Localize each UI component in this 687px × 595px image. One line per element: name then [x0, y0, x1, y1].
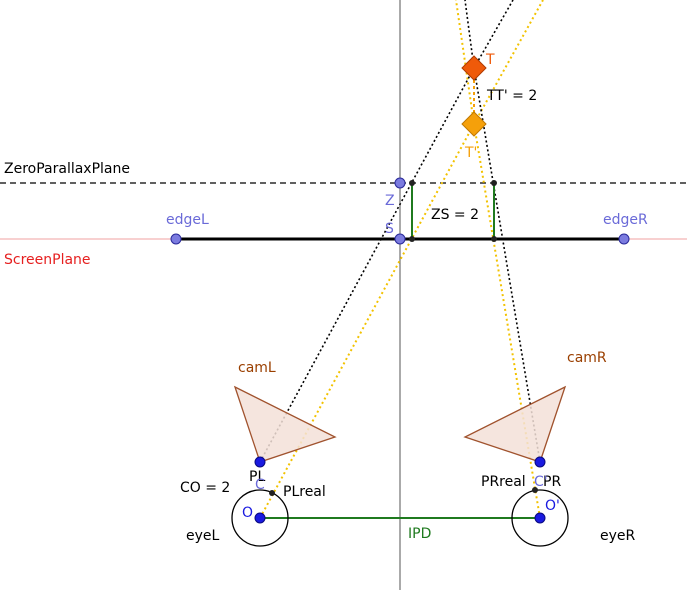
point-pl[interactable]: [254, 456, 266, 468]
point-s[interactable]: [394, 233, 406, 245]
label-pr: PR: [543, 474, 561, 490]
point-o-prime[interactable]: [534, 512, 546, 524]
label-t-prime: T': [464, 145, 477, 161]
label-pr-real: PRreal: [481, 474, 526, 490]
label-cam-r: camR: [567, 350, 607, 366]
label-edge-l: edgeL: [166, 212, 209, 228]
ray-black-left-to-t: [259, 67, 475, 463]
label-o-prime: O': [545, 498, 560, 514]
point-edge-r[interactable]: [618, 233, 630, 245]
point-edge-l[interactable]: [170, 233, 182, 245]
label-cam-l: camL: [238, 360, 276, 376]
label-pl-real: PLreal: [283, 484, 326, 500]
label-pl: PL: [249, 469, 265, 485]
camera-right-shape[interactable]: [463, 385, 567, 463]
label-c-left: C: [255, 477, 265, 493]
point-zero-plane-right: [491, 180, 497, 186]
point-pr[interactable]: [534, 456, 546, 468]
ray-black-right-to-t: [473, 67, 541, 463]
point-screen-right: [491, 236, 497, 242]
label-tt-prime: TT' = 2: [486, 88, 537, 104]
label-s: S: [385, 221, 394, 237]
label-edge-r: edgeR: [603, 212, 648, 228]
eye-left-circle: [231, 489, 289, 547]
label-screen-plane: ScreenPlane: [4, 252, 91, 268]
camera-left-shape[interactable]: [233, 385, 337, 463]
label-zero-parallax-plane: ZeroParallaxPlane: [4, 161, 130, 177]
point-t-diamond[interactable]: [461, 55, 487, 81]
point-zero-plane-left: [409, 180, 415, 186]
eye-right-circle: [511, 489, 569, 547]
label-z: Z: [385, 193, 395, 209]
label-eye-l: eyeL: [186, 528, 220, 544]
label-t: T: [485, 52, 495, 68]
point-pl-real: [269, 490, 275, 496]
label-c-right: C': [534, 474, 548, 490]
point-pr-real: [532, 487, 538, 493]
label-zs: ZS = 2: [431, 207, 479, 223]
ray-yellow-left-extension: [473, 0, 544, 125]
label-co: CO = 2: [180, 480, 230, 496]
label-eye-r: eyeR: [600, 528, 636, 544]
point-t-prime-diamond[interactable]: [461, 111, 487, 137]
point-z[interactable]: [394, 177, 406, 189]
ray-yellow-right-extension: [455, 0, 475, 125]
point-o[interactable]: [254, 512, 266, 524]
label-ipd: IPD: [408, 526, 431, 542]
point-screen-left: [409, 236, 415, 242]
label-o: O: [242, 505, 253, 521]
